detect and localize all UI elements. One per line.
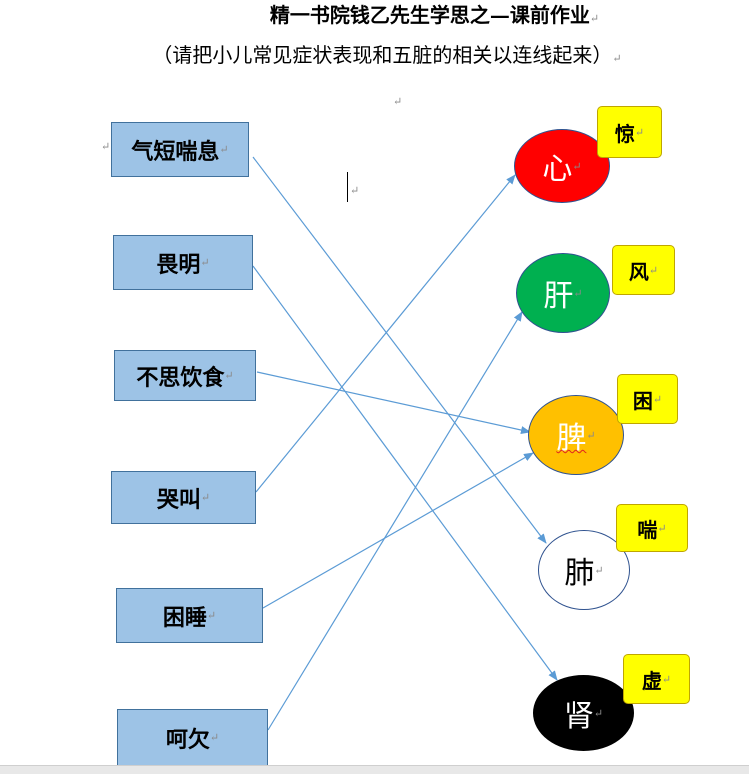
paragraph-mark: ↵ [101, 140, 111, 153]
symptom-box-kujiao[interactable]: 哭叫↵ [111, 471, 256, 524]
symptom-box-qiduan-chuanxi[interactable]: 气短喘息↵ [111, 122, 249, 177]
paragraph-mark: ↵ [572, 159, 582, 173]
line-weiming-to-shen [252, 265, 558, 681]
organ-circle-shen[interactable]: 肾↵ [533, 675, 634, 751]
document-title: 精一书院钱乙先生学思之—课前作业↵ [269, 3, 600, 27]
paragraph-mark: ↵ [593, 706, 604, 720]
paragraph-mark: ↵ [657, 521, 667, 535]
organ-label: 脾 [556, 421, 587, 456]
organ-tag-kun: 困↵ [617, 374, 678, 424]
window-bottom-edge [0, 765, 749, 774]
line-busi-to-pi [256, 371, 531, 434]
organ-tag-feng: 风↵ [612, 245, 675, 295]
paragraph-mark: ↵ [206, 609, 217, 622]
organ-label: 肺 [564, 556, 595, 591]
paragraph-mark: ↵ [612, 52, 622, 65]
paragraph-mark: ↵ [200, 491, 211, 504]
paragraph-mark: ↵ [634, 125, 645, 139]
organ-label: 肝 [543, 279, 574, 314]
organ-circle-pi[interactable]: 脾↵ [528, 395, 624, 475]
symptom-box-kunshui[interactable]: 困睡↵ [116, 588, 263, 643]
symptom-label: 呵欠 [165, 726, 210, 753]
organ-tag-jing: 惊↵ [597, 106, 662, 158]
paragraph-mark: ↵ [661, 672, 672, 686]
text-cursor [347, 172, 348, 202]
line-kunshui-to-pi [262, 452, 534, 609]
organ-circle-fei[interactable]: 肺↵ [538, 530, 630, 610]
paragraph-mark: ↵ [648, 263, 659, 277]
paragraph-mark: ↵ [573, 286, 583, 300]
organ-tag-xu: 虚↵ [623, 654, 690, 704]
document-subtitle: （请把小儿常见症状表现和五脏的相关以连线起来）↵ [152, 43, 622, 67]
line-qiduan-to-fei [252, 156, 547, 544]
organ-circle-xin[interactable]: 心↵ [514, 129, 610, 203]
symptom-label: 畏明 [156, 251, 201, 278]
paragraph-mark: ↵ [652, 392, 663, 406]
line-kujiao-to-xin [255, 174, 516, 493]
symptom-label: 不思饮食 [136, 364, 225, 391]
paragraph-mark: ↵ [594, 563, 604, 577]
paragraph-mark: ↵ [589, 12, 600, 25]
organ-tag-chuan: 喘↵ [616, 504, 688, 552]
symptom-label: 哭叫 [156, 486, 201, 513]
paragraph-mark: ↵ [586, 428, 596, 442]
symptom-box-hexi[interactable]: 呵欠↵ [117, 709, 268, 766]
paragraph-mark: ↵ [200, 256, 210, 269]
paragraph-mark: ↵ [224, 369, 234, 382]
paragraph-mark: ↵ [393, 95, 403, 108]
symptom-box-weiming[interactable]: 畏明↵ [113, 235, 253, 290]
organ-label: 肾 [563, 699, 594, 734]
paragraph-mark: ↵ [219, 143, 229, 156]
organ-circle-gan[interactable]: 肝↵ [516, 253, 610, 333]
line-hexi-to-gan [267, 311, 523, 731]
organ-label: 心 [542, 152, 573, 187]
paragraph-mark: ↵ [350, 184, 360, 197]
paragraph-mark: ↵ [209, 731, 220, 744]
symptom-label: 困睡 [162, 604, 207, 631]
symptom-label: 气短喘息 [131, 138, 220, 165]
symptom-box-busi-yinshi[interactable]: 不思饮食↵ [114, 350, 256, 401]
